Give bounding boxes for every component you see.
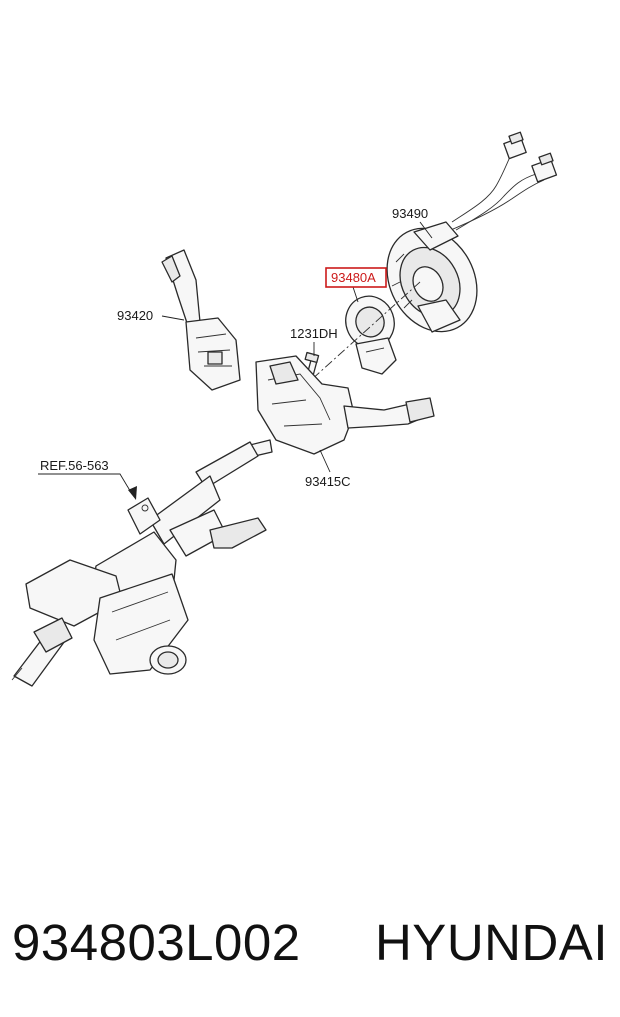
callout-1231DH: 1231DH bbox=[290, 326, 338, 341]
wiring-harness bbox=[445, 131, 558, 233]
center-axis-line bbox=[299, 281, 421, 391]
part-number: 934803L002 bbox=[12, 913, 301, 971]
clock-spring-93490 bbox=[386, 221, 478, 333]
connector-lower bbox=[531, 152, 558, 183]
callout-ref: REF.56-563 bbox=[40, 458, 109, 473]
connector-upper bbox=[503, 131, 527, 160]
switch-body-93415C bbox=[255, 355, 435, 455]
callout-93415C: 93415C bbox=[305, 474, 351, 489]
callout-93490: 93490 bbox=[392, 206, 428, 221]
callout-93480A: 93480A bbox=[331, 270, 376, 285]
switch-93420 bbox=[161, 249, 241, 391]
exploded-parts-diagram: 93490 93480A 93420 1231DH 93415C REF.56-… bbox=[11, 131, 558, 687]
callout-93420: 93420 bbox=[117, 308, 153, 323]
leader-lines bbox=[38, 221, 433, 500]
callout-93480A-highlight-box bbox=[325, 267, 387, 288]
brand-name: HYUNDAI bbox=[374, 913, 608, 971]
steering-column bbox=[11, 439, 273, 687]
angle-sensor-93480A bbox=[345, 295, 397, 375]
footer: 934803L002 HYUNDAI bbox=[12, 902, 608, 982]
